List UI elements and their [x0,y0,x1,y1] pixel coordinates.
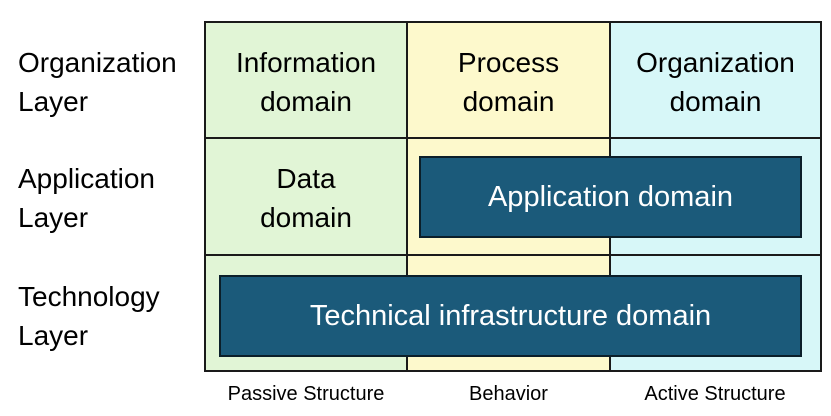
row-label-technology-layer: Technology Layer [18,281,160,351]
cell-organization-domain: Organization domain [636,47,795,117]
application-domain-box: Application domain [419,156,802,238]
cell-information-domain: Information domain [235,47,377,117]
grid-line-row-2 [204,254,822,256]
row-label-organization-layer: Organization Layer [18,47,177,117]
technical-infrastructure-domain-label: Technical infrastructure domain [309,299,712,332]
cell-data-domain: Data domain [260,163,352,233]
cell-process-domain: Process domain [457,47,560,117]
column-label-passive-structure: Passive Structure [227,383,385,405]
row-label-application-layer: Application Layer [18,163,155,233]
column-label-active-structure: Active Structure [644,383,786,405]
technical-infrastructure-domain-box: Technical infrastructure domain [219,275,802,357]
column-label-behavior: Behavior [469,383,548,405]
application-domain-label: Application domain [487,180,734,213]
grid-line-row-1 [204,137,822,139]
